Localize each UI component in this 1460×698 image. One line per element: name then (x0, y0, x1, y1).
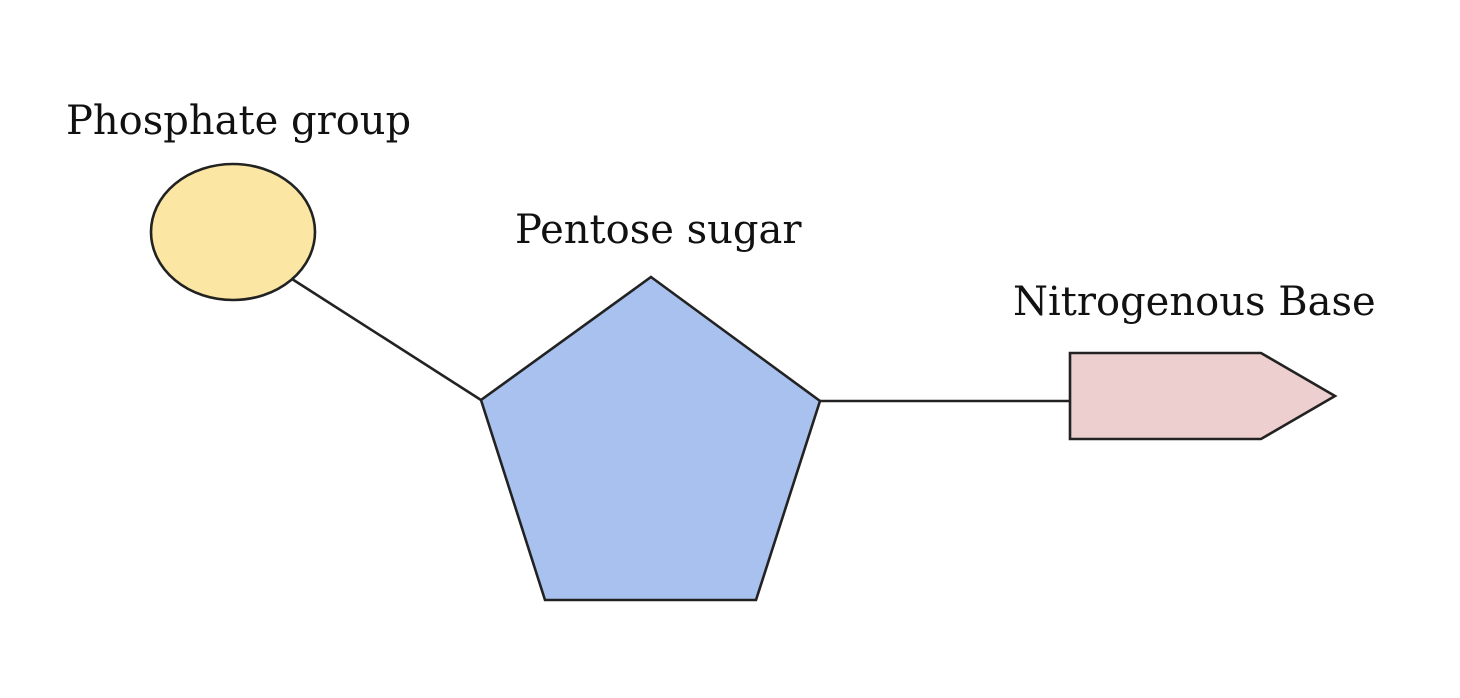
nitrogenous-base-shape (1068, 351, 1338, 441)
pentose-sugar-label: Pentose sugar (515, 207, 802, 253)
nitrogenous-base-label: Nitrogenous Base (1013, 279, 1376, 325)
pentose-sugar-shape (479, 275, 822, 602)
phosphate-group-shape (149, 162, 317, 302)
phosphate-group-label: Phosphate group (66, 98, 411, 144)
phosphate-sugar-bond (291, 277, 482, 402)
